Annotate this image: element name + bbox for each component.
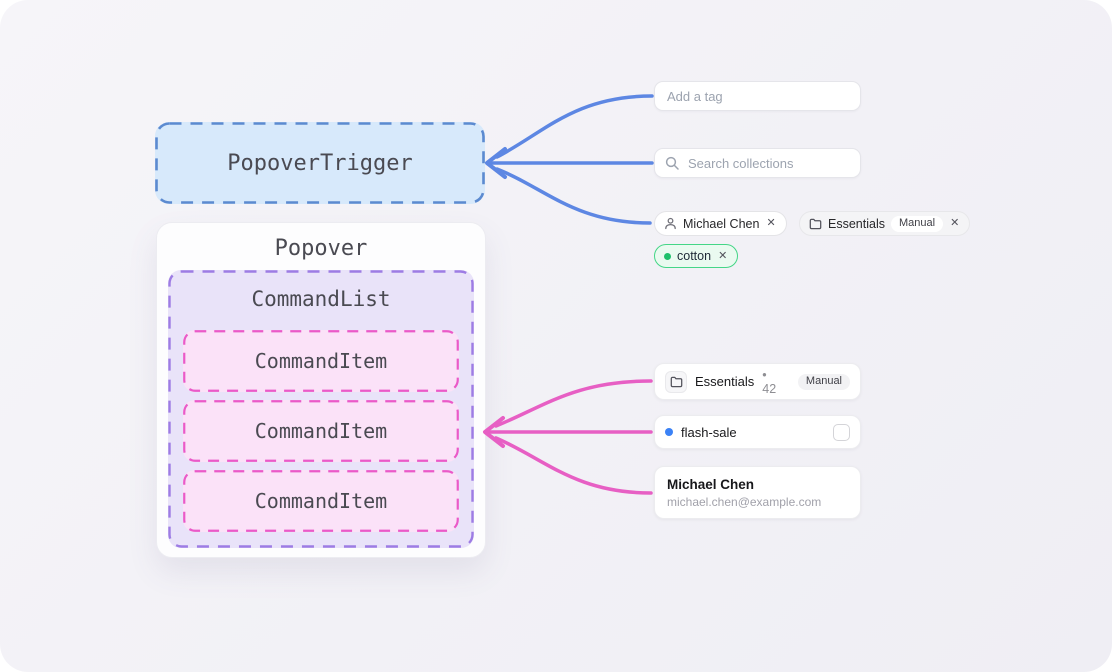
arrow-customer-to-item <box>494 436 653 495</box>
chip-label: cotton <box>677 249 712 263</box>
collection-result-row[interactable]: Essentials • 42 Manual <box>654 363 861 400</box>
tag-label: flash-sale <box>681 424 737 440</box>
customer-email: michael.chen@example.com <box>667 495 822 510</box>
chip-label: Michael Chen <box>683 216 760 231</box>
command-item-label: CommandItem <box>254 419 388 443</box>
blue-arrowhead <box>485 147 507 179</box>
folder-icon <box>670 376 682 387</box>
close-icon[interactable]: ✕ <box>950 217 960 229</box>
arrow-chip-to-trigger <box>495 167 652 225</box>
folder-icon-tile <box>665 370 687 393</box>
user-icon <box>665 217 676 230</box>
tag-input[interactable] <box>665 87 850 105</box>
command-list-label: CommandList <box>251 287 391 311</box>
popover-trigger-node: PopoverTrigger <box>155 122 485 204</box>
search-input[interactable] <box>686 154 850 172</box>
customer-result-row[interactable]: Michael Chen michael.chen@example.com <box>654 466 861 519</box>
close-icon[interactable]: ✕ <box>718 249 728 262</box>
manual-badge: Manual <box>797 373 850 390</box>
chip-michael-chen[interactable]: Michael Chen ✕ <box>654 211 787 236</box>
chip-essentials[interactable]: Essentials Manual ✕ <box>799 211 971 236</box>
collection-count: • 42 <box>762 367 777 396</box>
customer-name: Michael Chen <box>667 477 755 492</box>
tag-input-field[interactable] <box>654 81 861 111</box>
command-item-label: CommandItem <box>254 489 388 513</box>
command-item-node-1: CommandItem <box>183 330 459 392</box>
blue-arrow-group <box>485 94 654 225</box>
search-collections-field[interactable] <box>654 148 861 178</box>
folder-icon <box>809 218 822 229</box>
popover-trigger-label: PopoverTrigger <box>227 150 413 176</box>
popover-label: Popover <box>274 236 368 261</box>
chip-cotton[interactable]: cotton ✕ <box>654 244 739 268</box>
close-icon[interactable]: ✕ <box>766 217 776 229</box>
arrow-tag-to-trigger <box>495 94 654 159</box>
chip-label: Essentials <box>828 216 885 231</box>
command-item-node-2: CommandItem <box>183 400 459 462</box>
pink-arrowhead <box>483 416 505 448</box>
tag-result-row[interactable]: flash-sale <box>654 415 861 449</box>
search-icon <box>665 156 679 170</box>
manual-badge: Manual <box>890 215 944 232</box>
pink-arrow-group <box>483 379 653 495</box>
tag-color-dot <box>664 252 671 260</box>
collection-title: Essentials <box>695 374 755 389</box>
command-item-node-3: CommandItem <box>183 470 459 532</box>
tag-color-dot <box>665 428 673 436</box>
arrow-collection-to-item <box>494 379 653 428</box>
command-item-label: CommandItem <box>254 349 388 373</box>
tag-checkbox[interactable] <box>833 423 850 441</box>
